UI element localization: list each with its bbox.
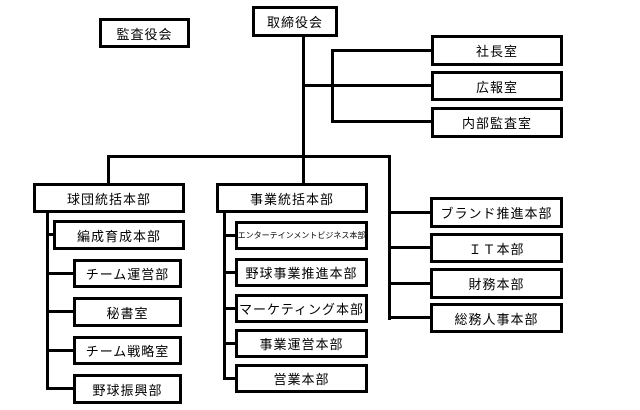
org-node-baseball-promotion-dept: 野球振興部	[73, 374, 182, 404]
connector-yakyu-jigyo-stub	[223, 271, 235, 274]
org-node-entertainment-business-hq: エンターテインメントビジネス本部	[235, 221, 368, 250]
connector-team-children-vertical	[46, 213, 49, 390]
org-node-finance-hq: 財務本部	[430, 268, 563, 299]
connector-marketing-stub	[223, 307, 235, 310]
org-node-sales-hq: 営業本部	[235, 364, 368, 393]
org-node-secretary-office: 秘書室	[73, 297, 182, 327]
connector-hisho-stub	[46, 310, 73, 313]
connector-divisions-bracket-horizontal	[107, 155, 391, 158]
connector-president-office-horizontal	[331, 49, 431, 52]
connector-pr-office-horizontal	[302, 84, 431, 87]
org-node-internal-audit-office: 内部監査室	[431, 107, 563, 138]
connector-jigyo-unei-stub	[223, 342, 235, 345]
org-node-pr-office: 広報室	[431, 71, 563, 101]
org-node-audit-committee: 監査役会	[99, 18, 190, 48]
org-node-team-operations-dept: チーム運営部	[73, 259, 182, 288]
connector-offices-bracket-vertical	[331, 49, 334, 123]
connector-board-main-vertical	[302, 37, 305, 183]
connector-corporate-bracket-vertical	[388, 155, 391, 320]
connector-hensei-stub	[46, 233, 56, 236]
connector-business-children-vertical	[223, 213, 226, 380]
org-node-hensei-ikusei-hq: 編成育成本部	[53, 220, 185, 250]
org-node-team-strategy-office: チーム戦略室	[73, 336, 182, 365]
org-node-brand-promotion-hq: ブランド推進本部	[430, 197, 563, 228]
connector-finance-stub	[388, 282, 430, 285]
connector-team-hq-drop	[107, 155, 110, 183]
org-node-business-hq: 事業統括本部	[216, 183, 368, 213]
org-node-business-operations-hq: 事業運営本部	[235, 329, 368, 358]
connector-entertainment-stub	[223, 234, 235, 237]
connector-eigyo-stub	[223, 377, 235, 380]
org-node-general-affairs-hr-hq: 総務人事本部	[430, 303, 563, 333]
connector-hr-stub	[388, 316, 430, 319]
org-node-baseball-business-hq: 野球事業推進本部	[235, 258, 368, 287]
connector-internal-audit-horizontal	[331, 120, 431, 123]
org-node-marketing-hq: マーケティング本部	[235, 294, 368, 323]
org-node-team-hq: 球団統括本部	[33, 183, 185, 213]
connector-it-stub	[388, 246, 430, 249]
org-node-board-of-directors: 取締役会	[252, 6, 338, 37]
connector-brand-stub	[388, 211, 430, 214]
connector-yakyu-shinko-stub	[46, 387, 73, 390]
org-node-president-office: 社長室	[431, 35, 563, 66]
connector-team-unei-stub	[46, 272, 73, 275]
connector-team-senryaku-stub	[46, 349, 73, 352]
org-node-it-hq: ＩＴ本部	[430, 233, 563, 263]
